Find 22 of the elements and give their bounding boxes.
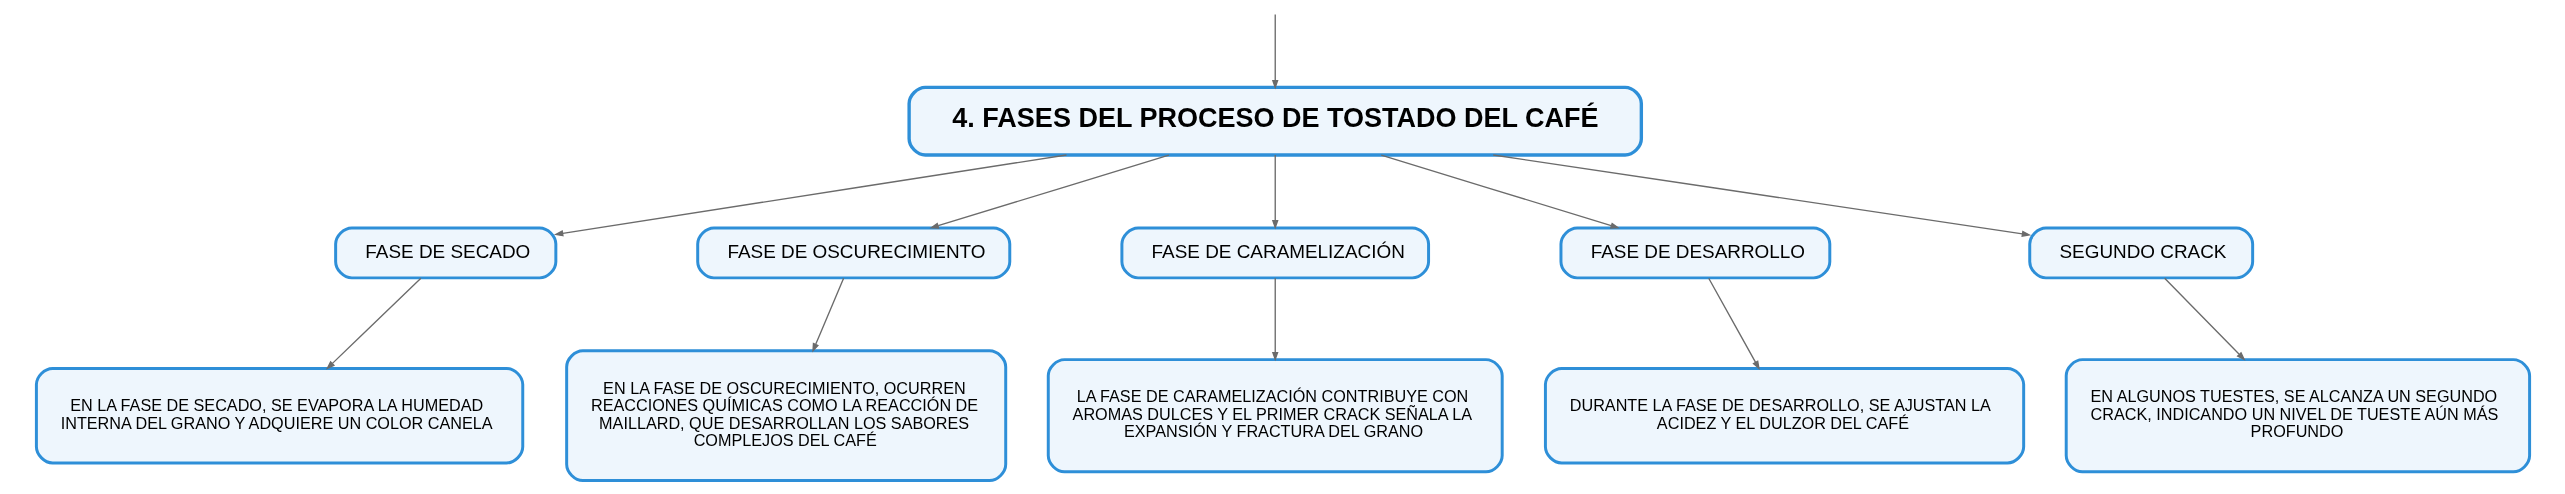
node-box: FASE DE CARAMELIZACIÓN xyxy=(1119,226,1430,280)
node-box: DURANTE LA FASE DE DESARROLLO, SE AJUSTAN LA ACIDEZ Y EL DULZOR DEL CAFÉ xyxy=(1543,366,2025,465)
arrow xyxy=(1492,154,2031,238)
node-box: EN LA FASE DE OSCURECIMIENTO, OCURREN REACCIONES QUÍMICAS COMO LA REACCIÓN DE MAILLARD, QUE DESARROLLAN LOS SABORES COMPLEJOS DEL CAFÉ xyxy=(564,349,1007,482)
arrow xyxy=(1707,277,1760,371)
arrow xyxy=(553,154,1067,237)
node-box: SEGUNDO CRACK xyxy=(2027,226,2254,280)
arrow xyxy=(929,154,1170,229)
node-box: FASE DE SECADO xyxy=(333,226,557,280)
arrow xyxy=(1271,154,1279,230)
node-box: EN ALGUNOS TUESTES, SE ALCANZA UN SEGUNDO CRACK, INDICANDO UN NIVEL DE TUESTE AÚN MÁS PROFUNDO xyxy=(2064,358,2531,474)
arrow xyxy=(1271,13,1279,90)
node-box: 4. FASES DEL PROCESO DE TOSTADO DEL CAFÉ xyxy=(906,85,1643,157)
arrow xyxy=(325,277,422,370)
arrow xyxy=(2163,277,2245,361)
arrow xyxy=(811,277,844,353)
node-box: FASE DE OSCURECIMIENTO xyxy=(695,226,1011,280)
node-box: FASE DE DESARROLLO xyxy=(1558,226,1831,280)
arrow xyxy=(1271,277,1279,362)
arrow xyxy=(1380,154,1620,229)
node-box: EN LA FASE DE SECADO, SE EVAPORA LA HUMEDAD INTERNA DEL GRANO Y ADQUIERE UN COLOR CANELA xyxy=(34,366,524,465)
node-box: LA FASE DE CARAMELIZACIÓN CONTRIBUYE CON AROMAS DULCES Y EL PRIMER CRACK SEÑALA LA EXPANSIÓN Y FRACTURA DEL GRANO xyxy=(1046,358,1504,474)
